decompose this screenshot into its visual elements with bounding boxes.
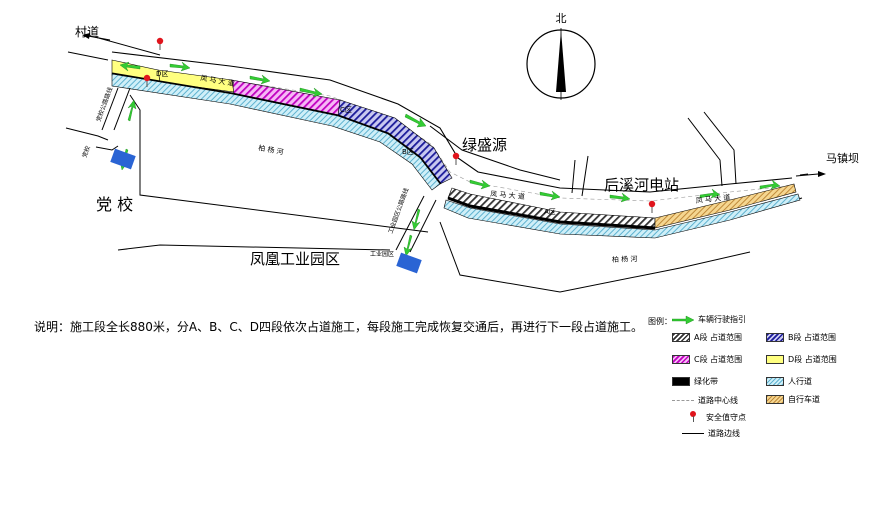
zone-a-swatch-icon [672,333,690,342]
legend-title: 图例： [648,317,672,326]
legend-item-sidewalk: 人行道 [766,376,812,387]
legend-label-c: C段 占道范围 [694,355,743,364]
legend-item-edge: 道路边线 [682,428,740,439]
legend-label-arrow: 车辆行驶指引 [698,315,746,324]
guard-point-1 [156,37,164,50]
legend-item-a: A段 占道范围 [672,332,742,343]
guidance-arrow-icon [672,315,694,324]
zone-c-swatch-icon [672,355,690,364]
guard-point-3 [452,152,460,165]
legend-label-edge: 道路边线 [708,429,740,438]
sidewalk-upper [111,73,441,191]
green-belt-2 [447,196,656,230]
legend-item-b: B段 占道范围 [766,332,836,343]
legend-item-c: C段 占道范围 [672,354,742,365]
label-village-road: 村道 [75,25,99,39]
sidewalk-swatch-icon [766,377,784,386]
zone-b-swatch-icon [766,333,784,342]
legend-label-center: 道路中心线 [698,396,738,405]
label-industrial-park: 凤凰工业园区 [250,250,340,268]
legend-label-d: D段 占道范围 [788,355,837,364]
label-power-station: 后溪河电站 [604,176,679,194]
green-belt-swatch-icon [672,377,690,386]
majingba-arrow [795,171,826,177]
legend-label-sidewalk: 人行道 [788,377,812,386]
branch-roads [101,87,437,253]
legend-item-green: 绿化带 [672,376,718,387]
bike-lane-lower [654,183,797,229]
legend: 图例： 车辆行驶指引 A段 占道范围 B段 占道范围 C段 占道范围 D段 占道… [648,300,884,450]
legend-item-bike: 自行车道 [766,394,820,405]
legend-label-green: 绿化带 [694,377,718,386]
label-river-2: 柏 杨 河 [612,254,638,264]
village-arrow [82,33,111,41]
label-branch-park: 工业园区 [370,250,394,258]
legend-label-b: B段 占道范围 [788,333,837,342]
main-road [111,51,793,202]
guard-point-icon [684,411,702,423]
north-compass: 北 [526,12,596,100]
label-majingba: 马镇坝 [826,151,859,165]
guard-point-4 [648,200,656,213]
label-lvshengyuan: 绿盛源 [462,136,507,154]
legend-item-arrow: 车辆行驶指引 [672,314,746,325]
sidewalk-lower [443,193,801,239]
sign-industrial-park [396,252,422,274]
construction-note: 说明：施工段全长880米，分A、B、C、D四段依次占道施工，每段施工完成恢复交通… [34,320,643,334]
label-party-school: 党 校 [96,195,133,214]
guard-point-2 [143,74,151,87]
bike-lane-swatch-icon [766,395,784,404]
legend-label-a: A段 占道范围 [694,333,743,342]
legend-item-center: 道路中心线 [672,395,738,406]
north-label: 北 [556,12,567,25]
guidance-arrows [119,61,781,257]
label-zone-a: A区 [544,208,556,216]
center-line-swatch-icon [672,400,694,401]
road-edge-swatch-icon [682,433,704,434]
label-river-1: 柏 杨 河 [258,143,285,156]
zone-d-swatch-icon [766,355,784,364]
label-branch-park-road: 工业园区公路路线 [386,187,410,235]
label-road-2: 凤 马 大 道 [490,189,525,201]
legend-label-bike: 自行车道 [788,395,820,404]
sign-party-school [110,148,136,170]
legend-item-d: D段 占道范围 [766,354,837,365]
label-zone-b: B区 [402,148,414,156]
legend-item-guard: 安全值守点 [684,411,746,423]
label-branch-school: 党校 [80,145,92,159]
label-road-3: 凤 马 大 道 [695,192,730,205]
guard-points [143,37,656,213]
label-zone-d: D区 [156,70,168,78]
label-zone-c: C区 [340,106,352,114]
legend-label-guard: 安全值守点 [706,412,746,422]
